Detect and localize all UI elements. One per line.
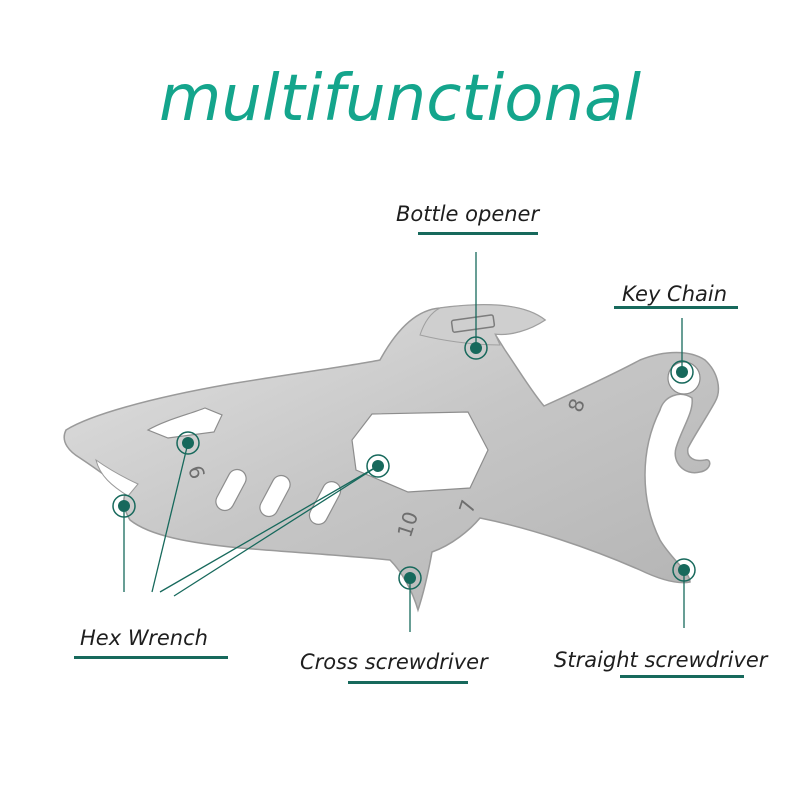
- callout-marker-icon: [670, 360, 694, 384]
- callout-marker-icon: [366, 454, 390, 478]
- headline: multifunctional: [159, 62, 641, 136]
- mouth-notch: [95, 458, 139, 497]
- underline-hex-wrench: [74, 656, 228, 659]
- gill-slot-1: [215, 468, 247, 512]
- label-key-chain: Key Chain: [622, 282, 728, 306]
- label-cross-screwdriver: Cross screwdriver: [300, 650, 488, 674]
- gill-slot-2: [259, 474, 291, 518]
- callout-markers: [112, 336, 696, 590]
- underline-straight-screwdriver: [620, 675, 744, 678]
- underline-cross-screwdriver: [348, 681, 468, 684]
- label-bottle-opener: Bottle opener: [396, 202, 540, 226]
- callout-marker-icon: [112, 494, 136, 518]
- hex-wrench-opening: [351, 411, 489, 493]
- bottle-icon: [450, 314, 496, 333]
- underline-key-chain: [614, 306, 738, 309]
- leader-lines: [123, 252, 685, 632]
- callout-marker-icon: [464, 336, 488, 360]
- underline-bottle-opener: [418, 232, 538, 235]
- label-hex-wrench: Hex Wrench: [80, 626, 208, 650]
- key-chain-hole: [667, 361, 701, 395]
- eye-cutout: [146, 407, 223, 439]
- callout-marker-icon: [672, 558, 696, 582]
- callout-marker-icon: [176, 431, 200, 455]
- bottle-opener-fin: [419, 304, 546, 346]
- label-straight-screwdriver: Straight screwdriver: [554, 648, 768, 672]
- callout-marker-icon: [398, 566, 422, 590]
